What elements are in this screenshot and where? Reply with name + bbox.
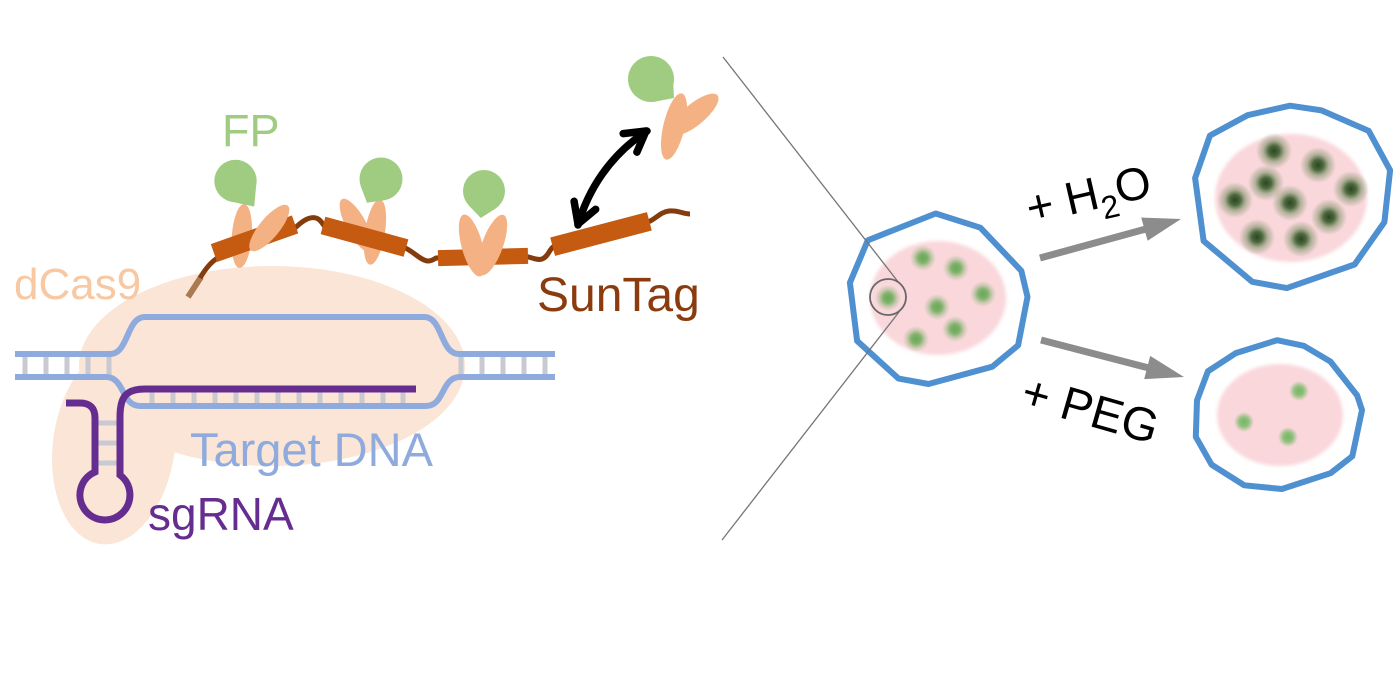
svg-text:Target DNA: Target DNA <box>190 423 434 476</box>
svg-text:SunTag: SunTag <box>537 269 700 322</box>
svg-text:sgRNA: sgRNA <box>148 488 294 540</box>
svg-text:dCas9: dCas9 <box>14 260 141 309</box>
svg-text:FP: FP <box>222 105 280 156</box>
